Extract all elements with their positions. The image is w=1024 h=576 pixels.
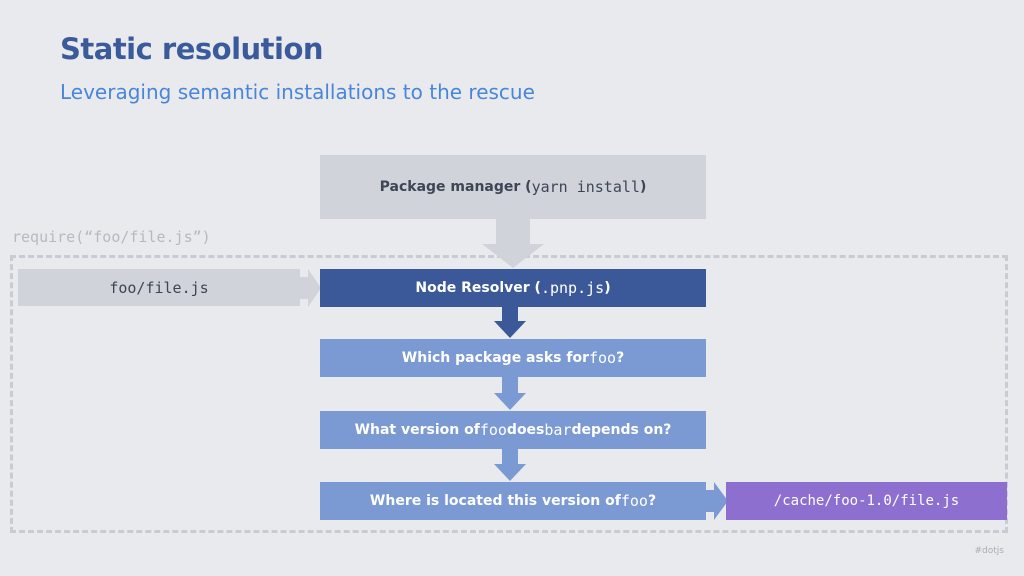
step2-text: What version of xyxy=(354,422,480,438)
package-manager-command: yarn install xyxy=(531,178,640,196)
step-which-version: What version of foo does bar depends on? xyxy=(320,411,706,449)
input-path-box: foo/file.js xyxy=(18,269,300,306)
arrow-input-to-resolver xyxy=(300,269,321,307)
step1-text: Which package asks for xyxy=(401,350,589,366)
package-manager-suffix: ) xyxy=(639,179,647,195)
resolver-suffix: ) xyxy=(604,280,611,296)
resolved-path-box: /cache/foo-1.0/file.js xyxy=(726,482,1007,520)
require-call-label: require(“foo/file.js”) xyxy=(12,228,211,246)
resolver-text: Node Resolver ( xyxy=(415,280,541,296)
slide-subtitle: Leveraging semantic installations to the… xyxy=(60,80,535,104)
step1-suffix: ? xyxy=(616,350,625,366)
step2-code-foo: foo xyxy=(479,421,507,439)
step-which-package: Which package asks for foo? xyxy=(320,339,706,377)
arrow-pm-to-resolver xyxy=(482,219,544,268)
package-manager-box: Package manager (yarn install) xyxy=(320,155,706,219)
step3-text: Where is located this version of xyxy=(369,493,621,509)
input-path: foo/file.js xyxy=(109,278,209,297)
arrow-step2-to-step3 xyxy=(494,449,526,481)
step2-code-bar: bar xyxy=(544,421,572,439)
node-resolver-box: Node Resolver (.pnp.js) xyxy=(320,269,706,307)
step1-code: foo xyxy=(588,349,617,367)
step3-code: foo xyxy=(620,492,648,510)
arrow-step3-to-output xyxy=(706,482,728,520)
slide-title: Static resolution xyxy=(60,32,324,66)
resolver-file: .pnp.js xyxy=(540,279,605,297)
step3-suffix: ? xyxy=(647,493,657,509)
arrow-step1-to-step2 xyxy=(494,377,526,410)
step-where-located: Where is located this version of foo? xyxy=(320,482,706,520)
resolved-path: /cache/foo-1.0/file.js xyxy=(773,493,960,509)
step2-suffix: depends on? xyxy=(571,422,672,438)
step2-mid: does xyxy=(506,422,545,438)
package-manager-text: Package manager ( xyxy=(379,179,532,195)
footer-hashtag: #dotjs xyxy=(974,546,1004,556)
arrow-resolver-to-step1 xyxy=(494,307,526,338)
